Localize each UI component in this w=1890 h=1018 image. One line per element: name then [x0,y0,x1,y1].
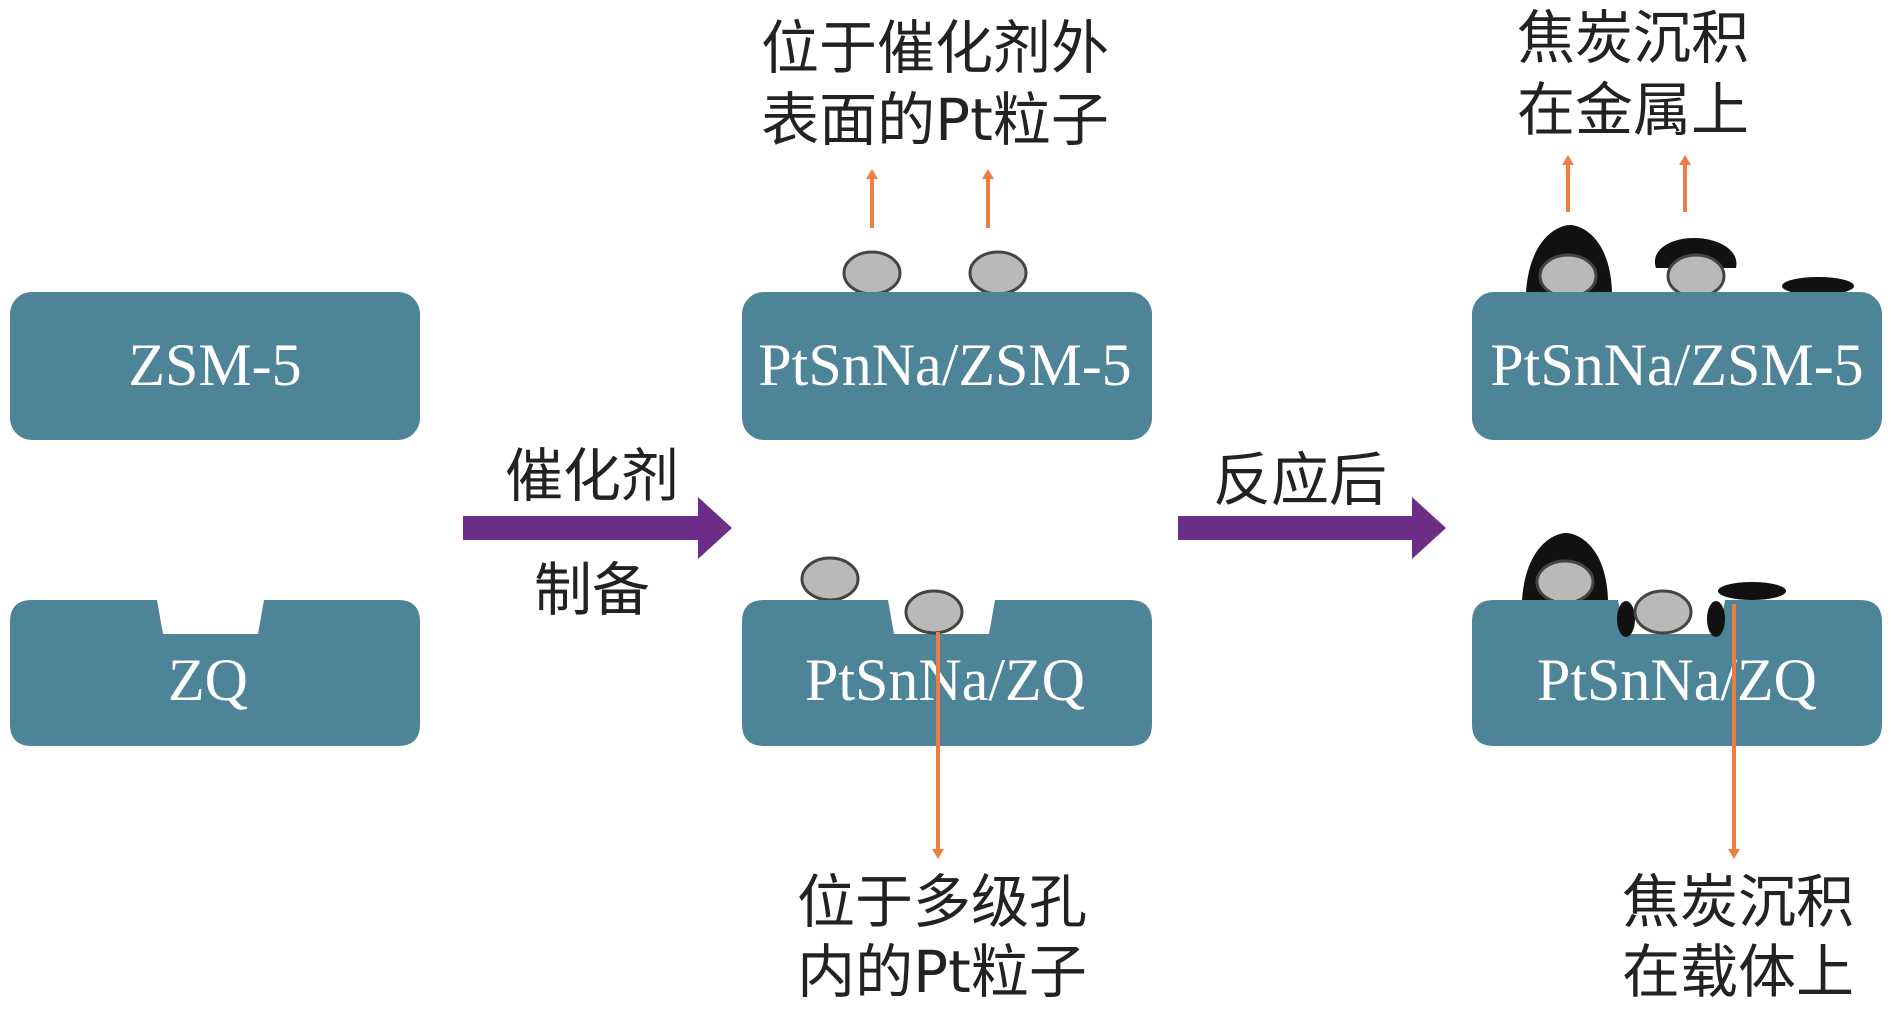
spent-zsm5-label: PtSnNa/ZSM-5 [1490,332,1863,398]
pore-pt-line2: 内的Pt粒子 [797,938,1087,1006]
fresh-zq-catalyst: PtSnNa/ZQ [742,556,1152,746]
coke-support-line1: 焦炭沉积 [1622,868,1854,936]
coke-support-line2: 在载体上 [1622,938,1854,1006]
reaction-label: 反应后 [1213,446,1387,514]
zq-label: ZQ [168,647,248,713]
fresh-zsm5-catalyst: PtSnNa/ZSM-5 [742,250,1152,440]
pt-particle [1535,559,1595,605]
spent-zq-label: PtSnNa/ZQ [1537,647,1817,713]
zsm5-label: ZSM-5 [128,332,301,398]
external-pt-line2: 表面的Pt粒子 [761,86,1109,154]
pt-particle [1666,253,1726,299]
pt-particle-in-pore [904,589,964,635]
zsm5-support: ZSM-5 [10,292,420,440]
spent-zq-catalyst: PtSnNa/ZQ [1472,533,1882,746]
coke-metal-line1: 焦炭沉积 [1517,4,1749,72]
prep-label-line2: 制备 [534,556,650,624]
coke-deposit [1707,601,1725,637]
fresh-zsm5-label: PtSnNa/ZSM-5 [758,332,1131,398]
coke-deposit [1617,601,1635,637]
pt-particle [968,250,1028,296]
pt-particle [842,250,902,296]
fresh-zq-label: PtSnNa/ZQ [805,647,1085,713]
preparation-arrow: 催化剂 制备 [463,442,732,624]
coke-deposit [1782,277,1854,295]
annotation-coke-on-metal: 焦炭沉积 在金属上 [1517,4,1749,144]
zq-support: ZQ [10,600,420,746]
external-pt-line1: 位于催化剂外 [761,14,1109,82]
pt-particle [800,556,860,602]
pore-pt-line1: 位于多级孔 [797,868,1087,936]
reaction-arrow: 反应后 [1178,446,1446,559]
pt-particle-in-pore [1633,589,1693,635]
annotation-external-pt: 位于催化剂外 表面的Pt粒子 [761,14,1109,154]
coke-deposit [1718,582,1786,600]
prep-label-line1: 催化剂 [505,442,679,510]
annotation-pore-pt: 位于多级孔 内的Pt粒子 [797,868,1087,1006]
spent-zsm5-catalyst: PtSnNa/ZSM-5 [1472,225,1882,440]
coke-metal-line2: 在金属上 [1517,76,1749,144]
pt-particle [1538,253,1598,299]
annotation-coke-on-support: 焦炭沉积 在载体上 [1622,868,1854,1006]
